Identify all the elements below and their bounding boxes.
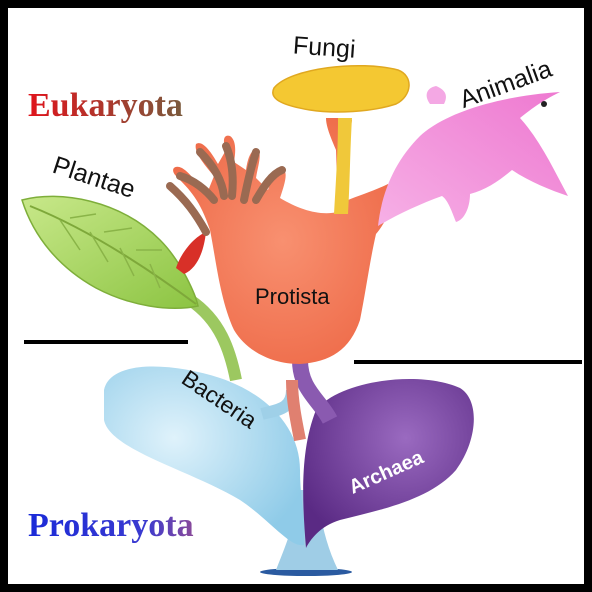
animalia-fish xyxy=(378,92,568,226)
fungi-cap xyxy=(273,66,409,112)
red-flame-shape xyxy=(176,232,206,274)
tree-of-life-illustration: Eukaryota Prokaryota Fungi Animalia Plan… xyxy=(8,8,584,584)
eukaryota-label: Eukaryota xyxy=(28,87,183,124)
archaea-stem xyxy=(300,360,330,420)
fungi-label: Fungi xyxy=(292,31,356,63)
fish-fin xyxy=(427,86,446,104)
tree-of-life-svg: Eukaryota Prokaryota Fungi Animalia Plan… xyxy=(8,8,584,584)
protista-stem xyxy=(292,380,300,440)
fish-eye xyxy=(541,101,547,107)
protista-label: Protista xyxy=(255,284,330,309)
prokaryota-label: Prokaryota xyxy=(28,507,194,544)
